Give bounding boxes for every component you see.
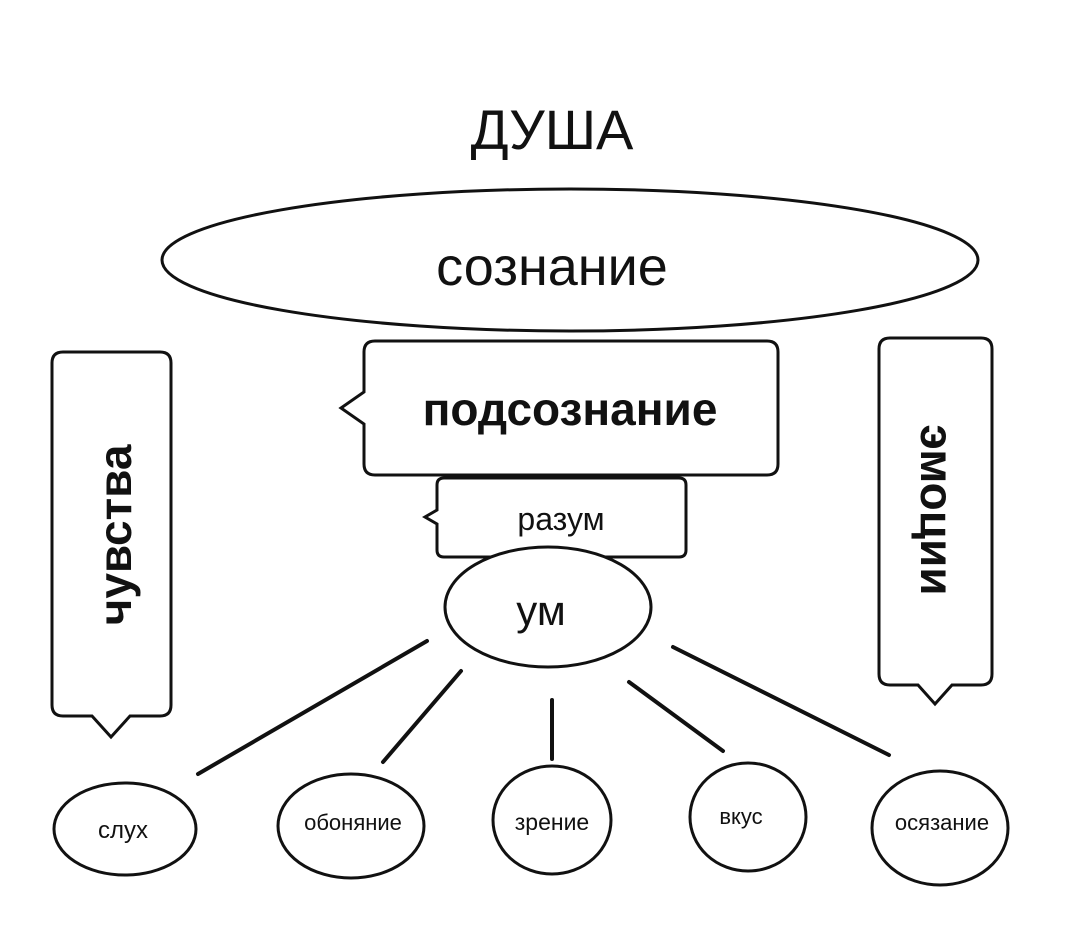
consciousness-label: сознание [436, 237, 668, 297]
sense-taste-label: вкус [719, 804, 762, 829]
subconscious-box [338, 339, 780, 477]
sense-sight-ellipse [491, 764, 613, 876]
emotions-label: эмоции [911, 424, 963, 595]
subconscious-label: подсознание [423, 383, 718, 435]
feelings-box [50, 350, 173, 740]
sense-smell-ellipse [276, 772, 426, 880]
mind-label: ум [516, 587, 565, 634]
sense-sight-label: зрение [515, 809, 589, 835]
sense-hearing-label: слух [98, 817, 148, 844]
mind-ellipse [443, 545, 653, 669]
connector-touch [671, 645, 891, 757]
sense-taste-ellipse [688, 761, 808, 873]
reason-box [422, 476, 688, 559]
sense-smell-label: обоняние [304, 810, 402, 835]
consciousness-ellipse [160, 187, 980, 333]
connector-smell [381, 669, 463, 764]
emotions-box [877, 336, 994, 707]
feelings-label: чувства [89, 444, 141, 625]
connector-hearing [196, 639, 429, 776]
sense-touch-ellipse [870, 769, 1010, 887]
connector-taste [627, 680, 725, 753]
sense-hearing-ellipse [52, 781, 198, 877]
title: ДУША [471, 98, 634, 161]
reason-label: разум [517, 501, 604, 537]
sense-touch-label: осязание [895, 810, 989, 835]
